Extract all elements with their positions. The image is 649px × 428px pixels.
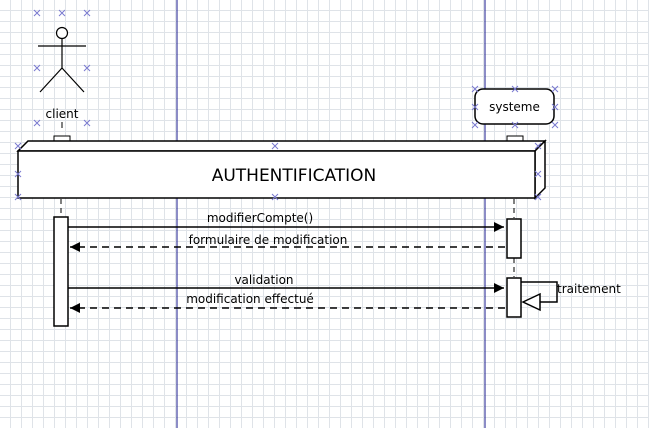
self-message-label: traitement <box>557 282 621 296</box>
client-actor[interactable]: client <box>38 26 86 122</box>
message-label: validation <box>234 273 293 287</box>
client-activation-bar <box>53 216 69 327</box>
message-formulaire[interactable]: formulaire de modification <box>70 233 505 252</box>
message-label: modifierCompte() <box>207 211 313 225</box>
actor-label: client <box>46 107 79 121</box>
fragment-top-face <box>16 140 547 152</box>
message-label: formulaire de modification <box>189 233 348 247</box>
authentification-fragment[interactable]: AUTHENTIFICATION <box>16 139 547 200</box>
message-validation[interactable]: validation <box>68 273 504 293</box>
system-object[interactable]: systeme <box>474 88 555 125</box>
fragment-title: AUTHENTIFICATION <box>212 166 377 186</box>
message-modification-effectue[interactable]: modification effectué <box>70 292 505 313</box>
message-label: modification effectué <box>186 292 314 306</box>
system-label: systeme <box>489 100 540 114</box>
message-modifier-compte[interactable]: modifierCompte() <box>68 211 504 232</box>
open-arrowhead <box>521 292 541 312</box>
system-activation-bar-2 <box>506 277 522 318</box>
actor-head <box>55 26 69 40</box>
self-message-traitement[interactable]: traitement <box>521 281 621 312</box>
actor-selection-handles <box>33 9 91 127</box>
system-activation-bar-1 <box>506 218 522 259</box>
system-selection-handles <box>471 85 559 129</box>
fragment-side-face <box>534 139 546 200</box>
fragment-selection-handles <box>14 142 542 201</box>
